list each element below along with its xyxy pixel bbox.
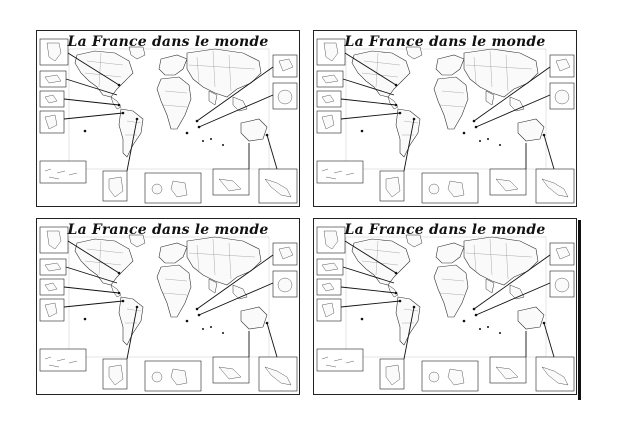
page-edge-right [578,220,581,400]
worksheet-title: La France dans le monde [67,222,269,238]
worksheet-title: La France dans le monde [344,222,546,238]
map-worksheet-2: La France dans le monde [313,30,577,207]
world-map [39,226,298,392]
worksheet-title: La France dans le monde [344,34,546,50]
worksheet-title: La France dans le monde [67,34,269,50]
map-worksheet-3: La France dans le monde [36,218,300,395]
world-map [39,38,298,204]
world-map [316,38,575,204]
world-map [316,226,575,392]
map-worksheet-4: La France dans le monde [313,218,577,395]
map-worksheet-1: La France dans le monde [36,30,300,207]
